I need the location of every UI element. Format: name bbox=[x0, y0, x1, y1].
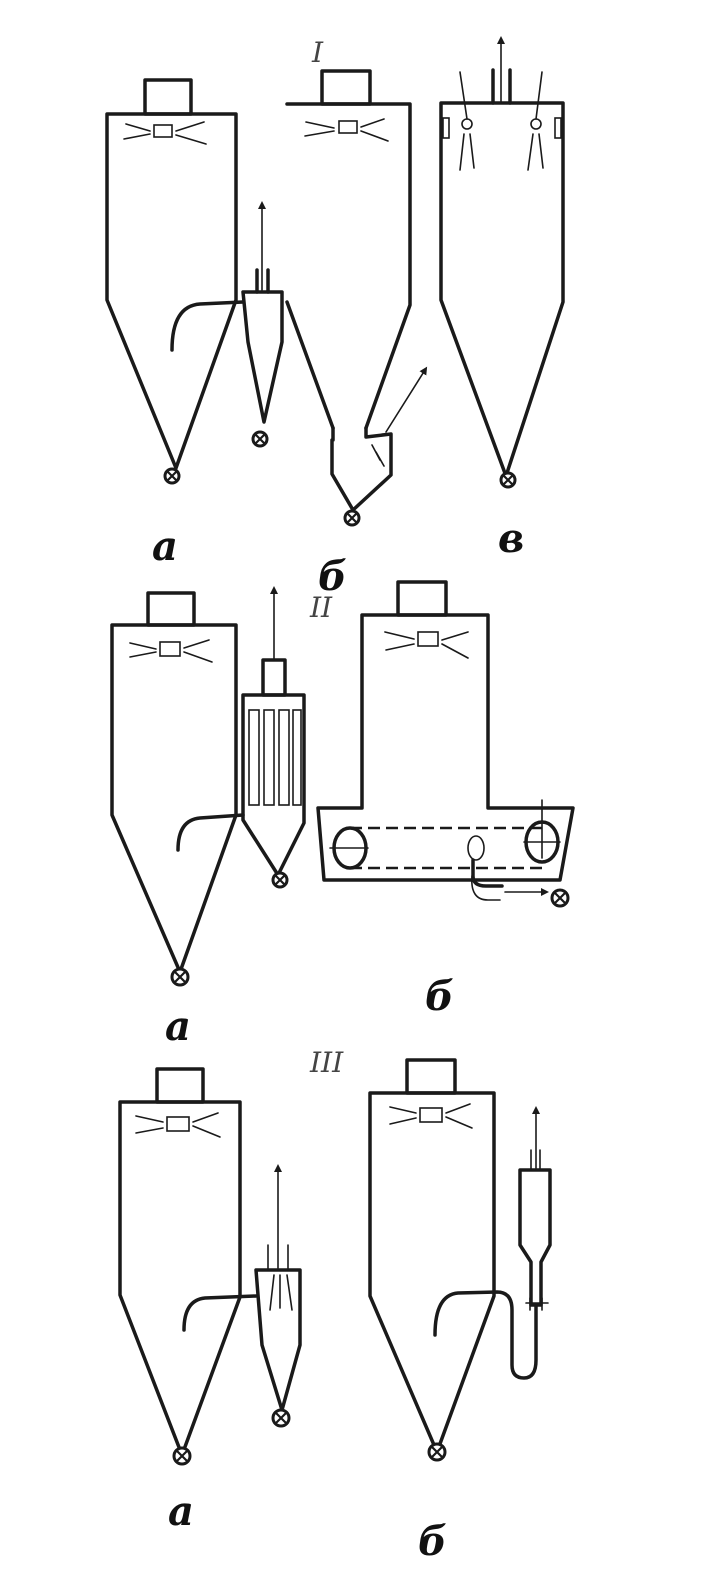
label-1c: в bbox=[498, 515, 524, 562]
transfer-duct bbox=[170, 300, 245, 352]
scheme-1a: а bbox=[105, 78, 284, 570]
dryer-chamber bbox=[118, 1067, 242, 1457]
dryer-chamber bbox=[439, 36, 565, 478]
belt-conveyor bbox=[329, 799, 561, 870]
outlet-pipe bbox=[471, 858, 504, 888]
exhaust-arrow bbox=[385, 366, 428, 433]
cyclone bbox=[241, 201, 284, 424]
scheme-1c: в bbox=[439, 36, 565, 562]
transfer-duct bbox=[182, 1294, 258, 1332]
dryer-chamber bbox=[285, 69, 412, 430]
wet-scrubber bbox=[518, 1106, 552, 1311]
scheme-2a: а bbox=[110, 586, 306, 1050]
transfer-duct bbox=[176, 813, 245, 852]
label-2a: а bbox=[165, 1003, 191, 1050]
cyclone bbox=[254, 1164, 302, 1412]
scheme-1b: б bbox=[285, 69, 428, 600]
dryer-chamber bbox=[316, 580, 575, 882]
label-1b: б bbox=[318, 553, 347, 600]
label-2b: б bbox=[425, 973, 454, 1020]
dryer-chamber bbox=[105, 78, 238, 470]
bag-filter bbox=[241, 586, 306, 877]
label-1a: а bbox=[152, 523, 178, 570]
section-3-numeral: III bbox=[309, 1046, 344, 1079]
dryer-chamber bbox=[368, 1058, 496, 1454]
separator-hopper bbox=[330, 426, 393, 512]
section-1-numeral: I bbox=[311, 36, 324, 69]
transfer-duct bbox=[433, 1290, 538, 1380]
scheme-3b: б bbox=[368, 1058, 552, 1565]
label-3b: б bbox=[418, 1518, 447, 1565]
scheme-2b: б bbox=[316, 580, 575, 1020]
dryer-chamber bbox=[110, 591, 238, 974]
section-2-numeral: II bbox=[309, 591, 333, 624]
label-3a: а bbox=[168, 1488, 194, 1535]
scheme-3a: а bbox=[118, 1067, 302, 1535]
